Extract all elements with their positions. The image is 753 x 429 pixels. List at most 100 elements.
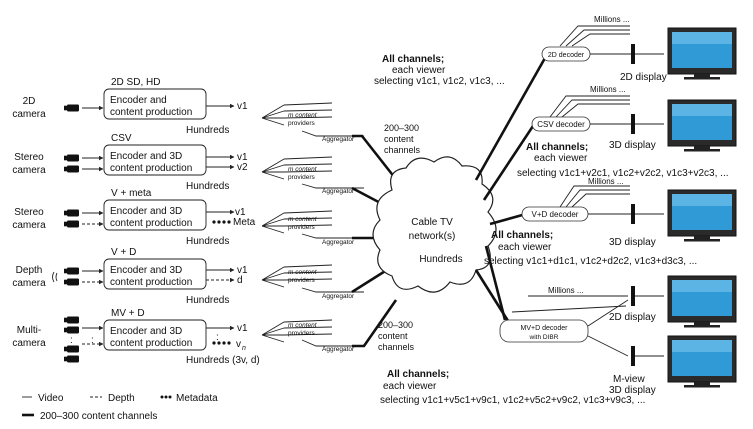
viewer-selection: selecting v1c1, v1c2, v1c3, ... — [374, 76, 505, 87]
stream-label: v2 — [237, 162, 248, 173]
provider-group-3: m content providers Aggregator — [261, 210, 364, 246]
format-label: V + D — [111, 247, 136, 258]
camera-icon — [64, 209, 79, 217]
viewer-label: each viewer — [392, 65, 446, 76]
display-label: 3D display — [609, 385, 656, 396]
providers-label: providers — [288, 120, 315, 127]
millions-label: Millions ... — [590, 85, 626, 94]
display-label: M-view — [613, 374, 645, 385]
metadata-dots — [212, 220, 231, 224]
millions-label: Millions ... — [588, 177, 624, 186]
channels-label: 200–300 — [384, 123, 419, 133]
camera-icon — [64, 316, 79, 324]
encoder-box — [103, 319, 207, 351]
row-mvd: Multi- camera : : MV + D Encoder and 3D … — [12, 308, 259, 366]
stream-label: v — [236, 339, 241, 350]
providers-label: m content — [288, 322, 318, 329]
format-label: CSV — [111, 133, 132, 144]
row-2d: 2D camera 2D SD, HD Encoder and content … — [12, 77, 248, 136]
decoder-label: 2D decoder — [548, 52, 585, 59]
providers-label: m content — [288, 216, 318, 223]
encoder-label: content production — [110, 107, 192, 118]
camera-label: Stereo — [14, 207, 44, 218]
cable-network-cloud — [372, 156, 497, 293]
camera-label: camera — [12, 338, 46, 349]
camera-icon — [64, 104, 79, 112]
channels-label: channels — [378, 342, 415, 352]
camera-icon — [64, 355, 79, 363]
format-label: MV + D — [111, 308, 145, 319]
aggregator-label: Aggregator — [322, 188, 355, 195]
viewer-selection: selecting v1c1+v2c1, v1c2+v2c2, v1c3+v2c… — [517, 168, 729, 179]
ellipsis-label: : — [70, 335, 73, 346]
ellipsis-label: : — [91, 335, 94, 346]
legend-channels: 200–300 content channels — [40, 411, 157, 422]
tv-icon — [667, 275, 737, 328]
camera-icon — [64, 267, 79, 275]
decoder-label: CSV decoder — [537, 120, 585, 129]
legend-metadata: Metadata — [176, 393, 218, 404]
stream-label: v1 — [237, 265, 248, 276]
cloud-label: Cable TV — [411, 217, 453, 228]
count-label: Hundreds — [186, 125, 229, 136]
encoder-label: Encoder and — [110, 95, 167, 106]
aggregator-label: Aggregator — [322, 136, 355, 143]
legend: Video Depth Metadata 200–300 content cha… — [22, 393, 218, 422]
display-label: 2D display — [620, 72, 667, 83]
camera-icon — [64, 278, 79, 286]
depth-sensor-icon — [52, 271, 58, 283]
output-2d: All channels; each viewer selecting v1c1… — [374, 15, 737, 87]
camera-label: Depth — [16, 265, 43, 276]
aggregator-label: Aggregator — [322, 293, 355, 300]
stream-label: v1 — [237, 152, 248, 163]
providers-label: m content — [288, 112, 318, 119]
encoder-label: Encoder and 3D — [110, 206, 182, 217]
display-label: 2D display — [609, 312, 656, 323]
camera-icon — [64, 165, 79, 173]
all-channels-header: All channels; — [387, 369, 449, 380]
display-label: 3D display — [609, 237, 656, 248]
aggregator-label: Aggregator — [322, 239, 355, 246]
encoder-box — [103, 258, 207, 290]
stream-label: v1 — [235, 207, 246, 218]
count-label: Hundreds — [186, 181, 229, 192]
providers-label: m content — [288, 166, 318, 173]
encoder-label: content production — [110, 338, 192, 349]
stream-label: d — [237, 275, 243, 286]
output-mvd-2d: Millions ... MV+D decoder with DIBR 2D d… — [499, 275, 737, 343]
encoder-label: content production — [110, 277, 192, 288]
millions-label: Millions ... — [594, 15, 630, 24]
tv-icon — [667, 335, 737, 388]
camera-label: Multi- — [17, 325, 41, 336]
camera-label: Stereo — [14, 152, 44, 163]
tv-icon — [667, 189, 737, 242]
stream-label: Meta — [233, 217, 256, 228]
channels-label: 200–300 — [378, 320, 413, 330]
encoder-label: Encoder and 3D — [110, 151, 182, 162]
channels-label: channels — [384, 145, 421, 155]
encoder-label: Encoder and 3D — [110, 265, 182, 276]
provider-group-2: m content providers Aggregator — [261, 156, 364, 195]
decoder-label: V+D decoder — [532, 210, 579, 219]
all-channels-header: All channels; — [382, 54, 444, 65]
stream-subscript: n — [242, 345, 246, 352]
providers-label: providers — [288, 330, 315, 337]
all-channels-header: All channels; — [526, 142, 588, 153]
provider-group-1: m content providers Aggregator — [261, 102, 364, 143]
cloud-label: network(s) — [409, 231, 456, 242]
encoder-label: Encoder and 3D — [110, 326, 182, 337]
camera-icon — [64, 326, 79, 334]
viewer-label: each viewer — [498, 242, 552, 253]
camera-icon — [64, 220, 79, 228]
channels-label: content — [384, 134, 414, 144]
viewer-selection: selecting v1c1+d1c1, v1c2+d2c2, v1c3+d3c… — [484, 256, 697, 267]
decoder-mvd — [499, 319, 589, 343]
count-label: Hundreds — [186, 236, 229, 247]
camera-label: camera — [12, 220, 46, 231]
tv-icon — [667, 99, 737, 152]
display-label: 3D display — [609, 140, 656, 151]
aggregator-label: Aggregator — [322, 346, 355, 353]
count-label: Hundreds — [186, 295, 229, 306]
providers-label: providers — [288, 224, 315, 231]
camera-icon — [64, 154, 79, 162]
